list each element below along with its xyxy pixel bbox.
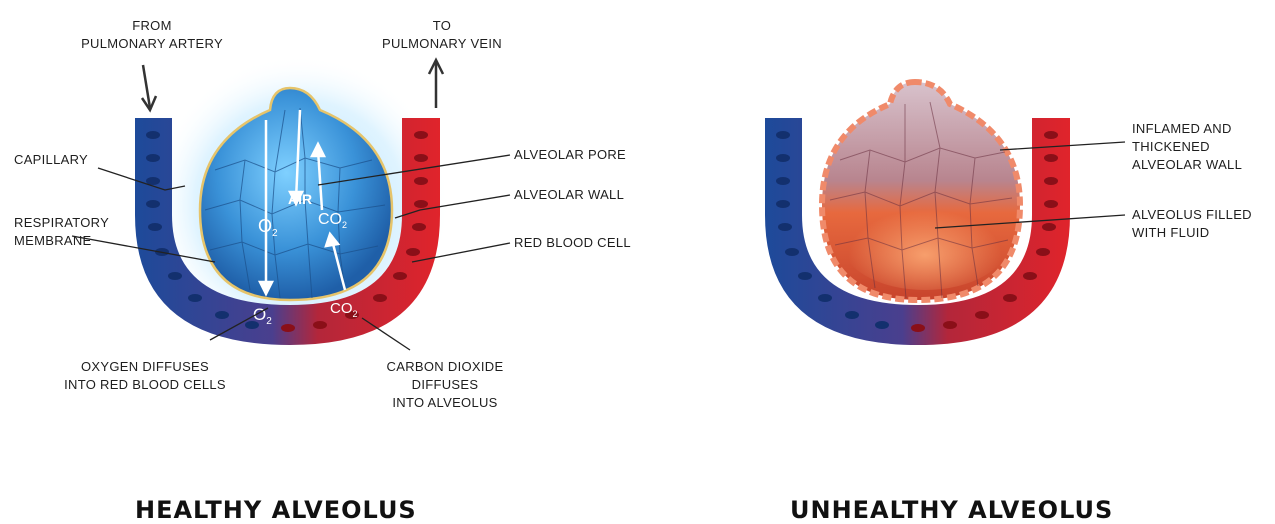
healthy-alveolus-illustration: AIR O2 CO2 O2 CO2	[72, 55, 510, 355]
alveolar-wall-label: ALVEOLAR WALL	[514, 186, 624, 204]
flow-arrow-down	[142, 65, 156, 110]
unhealthy-title: UNHEALTHY ALVEOLUS	[790, 496, 1113, 524]
red-blood-cell-label: RED BLOOD CELL	[514, 234, 631, 252]
air-label: AIR	[288, 191, 312, 207]
unhealthy-alveolus-illustration	[765, 82, 1125, 345]
capillary-label: CAPILLARY	[14, 151, 88, 169]
alveolar-pore-label: ALVEOLAR PORE	[514, 146, 626, 164]
flow-arrow-up	[429, 60, 443, 108]
healthy-title: HEALTHY ALVEOLUS	[135, 496, 417, 524]
